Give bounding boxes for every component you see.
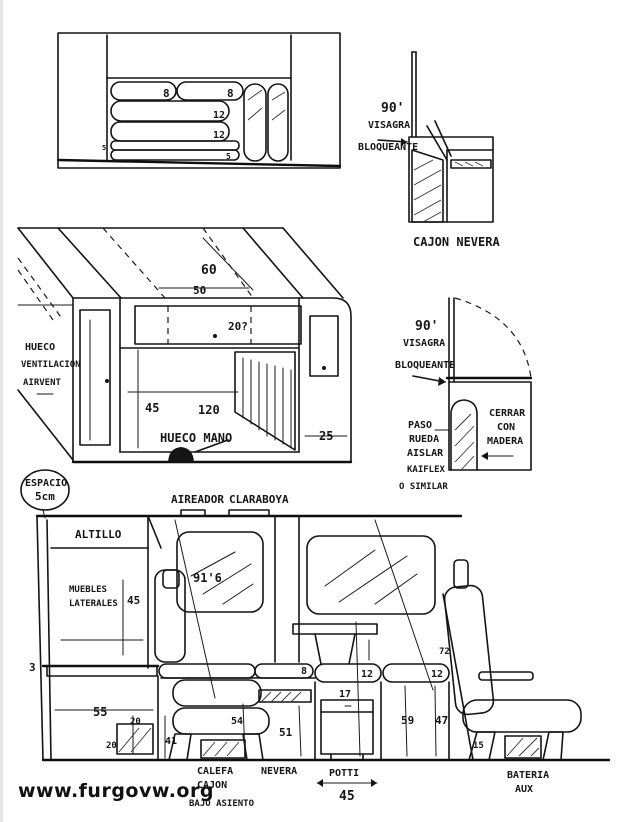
label-dim-20c: 20 — [106, 741, 117, 751]
label-dim-47: 47 — [435, 714, 448, 727]
label-heater-2: CAJON — [197, 780, 227, 791]
label-hinge1-90: 90' — [381, 101, 404, 116]
label-dim-55: 55 — [93, 705, 107, 719]
label-loft: ALTILLO — [75, 528, 122, 541]
label-space-2: 5cm — [35, 490, 55, 503]
label-cushion-8b: 8 — [227, 87, 234, 100]
label-hinge2-90: 90' — [415, 319, 438, 334]
wheel-well-sketch — [412, 297, 533, 471]
label-dim-25: 25 — [319, 429, 333, 443]
label-vent-hole-2: VENTILACION — [21, 360, 81, 370]
label-hinge1-line2: BLOQUEANTE — [358, 142, 418, 153]
label-battery-2: AUX — [515, 784, 533, 795]
label-dim-45b: 45 — [127, 594, 140, 607]
label-skylight: CLARABOYA — [229, 493, 289, 506]
label-close-2: CON — [497, 422, 515, 433]
label-dim-15: 15 — [473, 741, 484, 751]
site-watermark: www.furgovw.org — [18, 780, 214, 802]
label-battery-1: BATERIA — [507, 770, 549, 781]
label-dim-20b: 20 — [130, 717, 141, 727]
label-hinge1-line1: VISAGRA — [368, 120, 410, 131]
bed-box-perspective-sketch — [17, 227, 353, 464]
label-heater-1: CALEFA — [197, 766, 233, 777]
label-fridge-drawer: CAJON NEVERA — [413, 235, 500, 249]
label-dim-50: 50 — [193, 284, 206, 297]
label-dim-17: 17 — [339, 689, 351, 700]
label-dim-59: 59 — [401, 714, 414, 727]
label-dim-3: 3 — [29, 661, 36, 674]
label-wheel-pass-4: KAIFLEX — [407, 465, 446, 475]
sketch-drawing: 8 8 12 12 5 5 90' VISAGRA BLOQUEANTE CAJ… — [17, 32, 611, 809]
label-hinge2-line1: VISAGRA — [403, 338, 445, 349]
label-wheel-pass-5: O SIMILAR — [399, 482, 448, 492]
label-cushion-5: 5 — [226, 152, 231, 161]
label-space-1: ESPACIO — [25, 478, 67, 489]
label-dim-45c: 45 — [339, 789, 355, 804]
label-side-furniture-1: MUEBLES — [69, 585, 107, 595]
label-dim-120: 120 — [198, 403, 220, 417]
label-vent-hole-3: AIRVENT — [23, 378, 62, 388]
cushion-storage-sketch — [56, 32, 342, 169]
label-dim-12d: 12 — [431, 669, 443, 680]
label-close-1: CERRAR — [489, 408, 526, 419]
label-cushion-12a: 12 — [213, 110, 225, 121]
label-wheel-pass-3: AISLAR — [407, 448, 444, 459]
label-side-furniture-2: LATERALES — [69, 599, 118, 609]
label-cushion-12b: 12 — [213, 130, 225, 141]
label-dim-20: 20? — [228, 320, 248, 333]
label-dim-916: 91'6 — [193, 571, 222, 585]
label-potti: POTTI — [329, 768, 359, 779]
label-dim-72: 72 — [439, 647, 450, 657]
label-wheel-pass-1: PASO — [408, 420, 432, 431]
label-hand-hole: HUECO MANO — [160, 431, 232, 445]
fridge-drawer-sketch — [377, 51, 494, 223]
van-side-elevation-sketch — [20, 469, 611, 787]
label-dim-54: 54 — [231, 716, 243, 727]
label-close-3: MADERA — [487, 436, 523, 447]
label-dim-45: 45 — [145, 401, 159, 415]
label-dim-8c: 8 — [301, 666, 307, 677]
label-heater-3: BAJO ASIENTO — [189, 799, 255, 809]
label-hinge2-line2: BLOQUEANTE — [395, 360, 455, 371]
label-dim-41: 41 — [165, 736, 177, 747]
label-dim-12c: 12 — [361, 669, 373, 680]
label-dim-60: 60 — [201, 263, 217, 278]
label-fridge: NEVERA — [261, 766, 297, 777]
label-aerator: AIREADOR — [171, 493, 224, 506]
label-dim-51: 51 — [279, 726, 293, 739]
label-cushion-8a: 8 — [163, 87, 170, 100]
label-vent-hole-1: HUECO — [25, 342, 55, 353]
label-wheel-pass-2: RUEDA — [409, 434, 439, 445]
label-cushion-5b: 5 — [102, 144, 106, 152]
